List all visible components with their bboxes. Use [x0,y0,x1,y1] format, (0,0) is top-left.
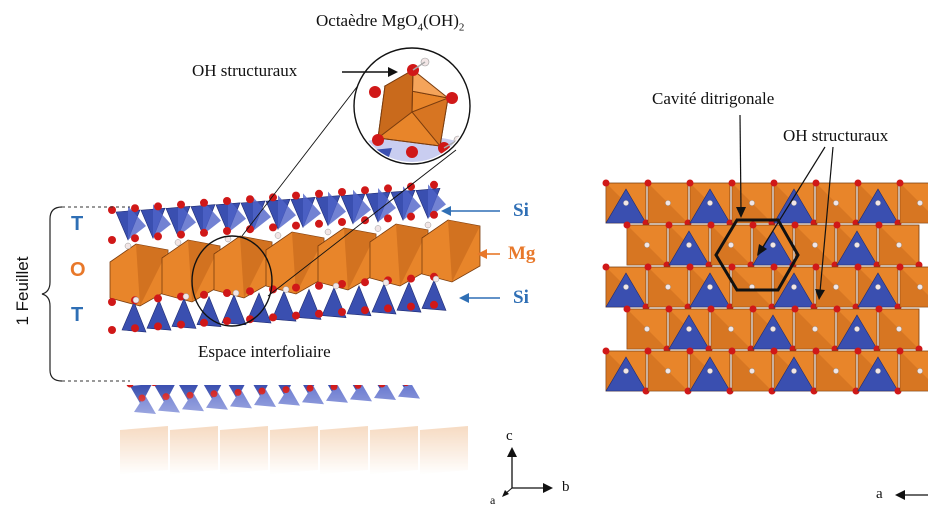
next-layer [120,365,468,474]
axes-right [895,490,928,500]
oh-structural-label-right: OH structuraux [783,126,888,146]
octahedron-title: Octaèdre MgO4(OH)2 [316,11,464,33]
axis-b-label: b [562,479,570,496]
tot-label-t-bottom: T [71,304,83,327]
mg-label: Mg [508,243,535,265]
octahedron-inset [342,48,482,180]
si-bottom-label: Si [513,287,529,309]
tot-layer-side-view [108,181,480,334]
mg-arrow [477,249,500,259]
interlayer-label: Espace interfoliaire [198,342,331,362]
cavity-label: Cavité ditrigonale [652,89,774,109]
tot-label-t-top: T [71,213,83,236]
si-bottom-arrow [459,293,500,303]
axis-a-right-label: a [876,486,883,503]
si-top-arrow [441,206,500,216]
layer-label: 1 Feuillet [13,256,33,326]
tot-layer-top-view [603,180,928,395]
tot-label-o: O [70,259,86,282]
si-top-label: Si [513,200,529,222]
feuillet-bracket [42,207,62,381]
oh-structural-label-left: OH structuraux [192,61,297,81]
axes-left [502,447,553,497]
axis-a-label: a [490,493,495,508]
axis-c-label: c [506,428,513,445]
